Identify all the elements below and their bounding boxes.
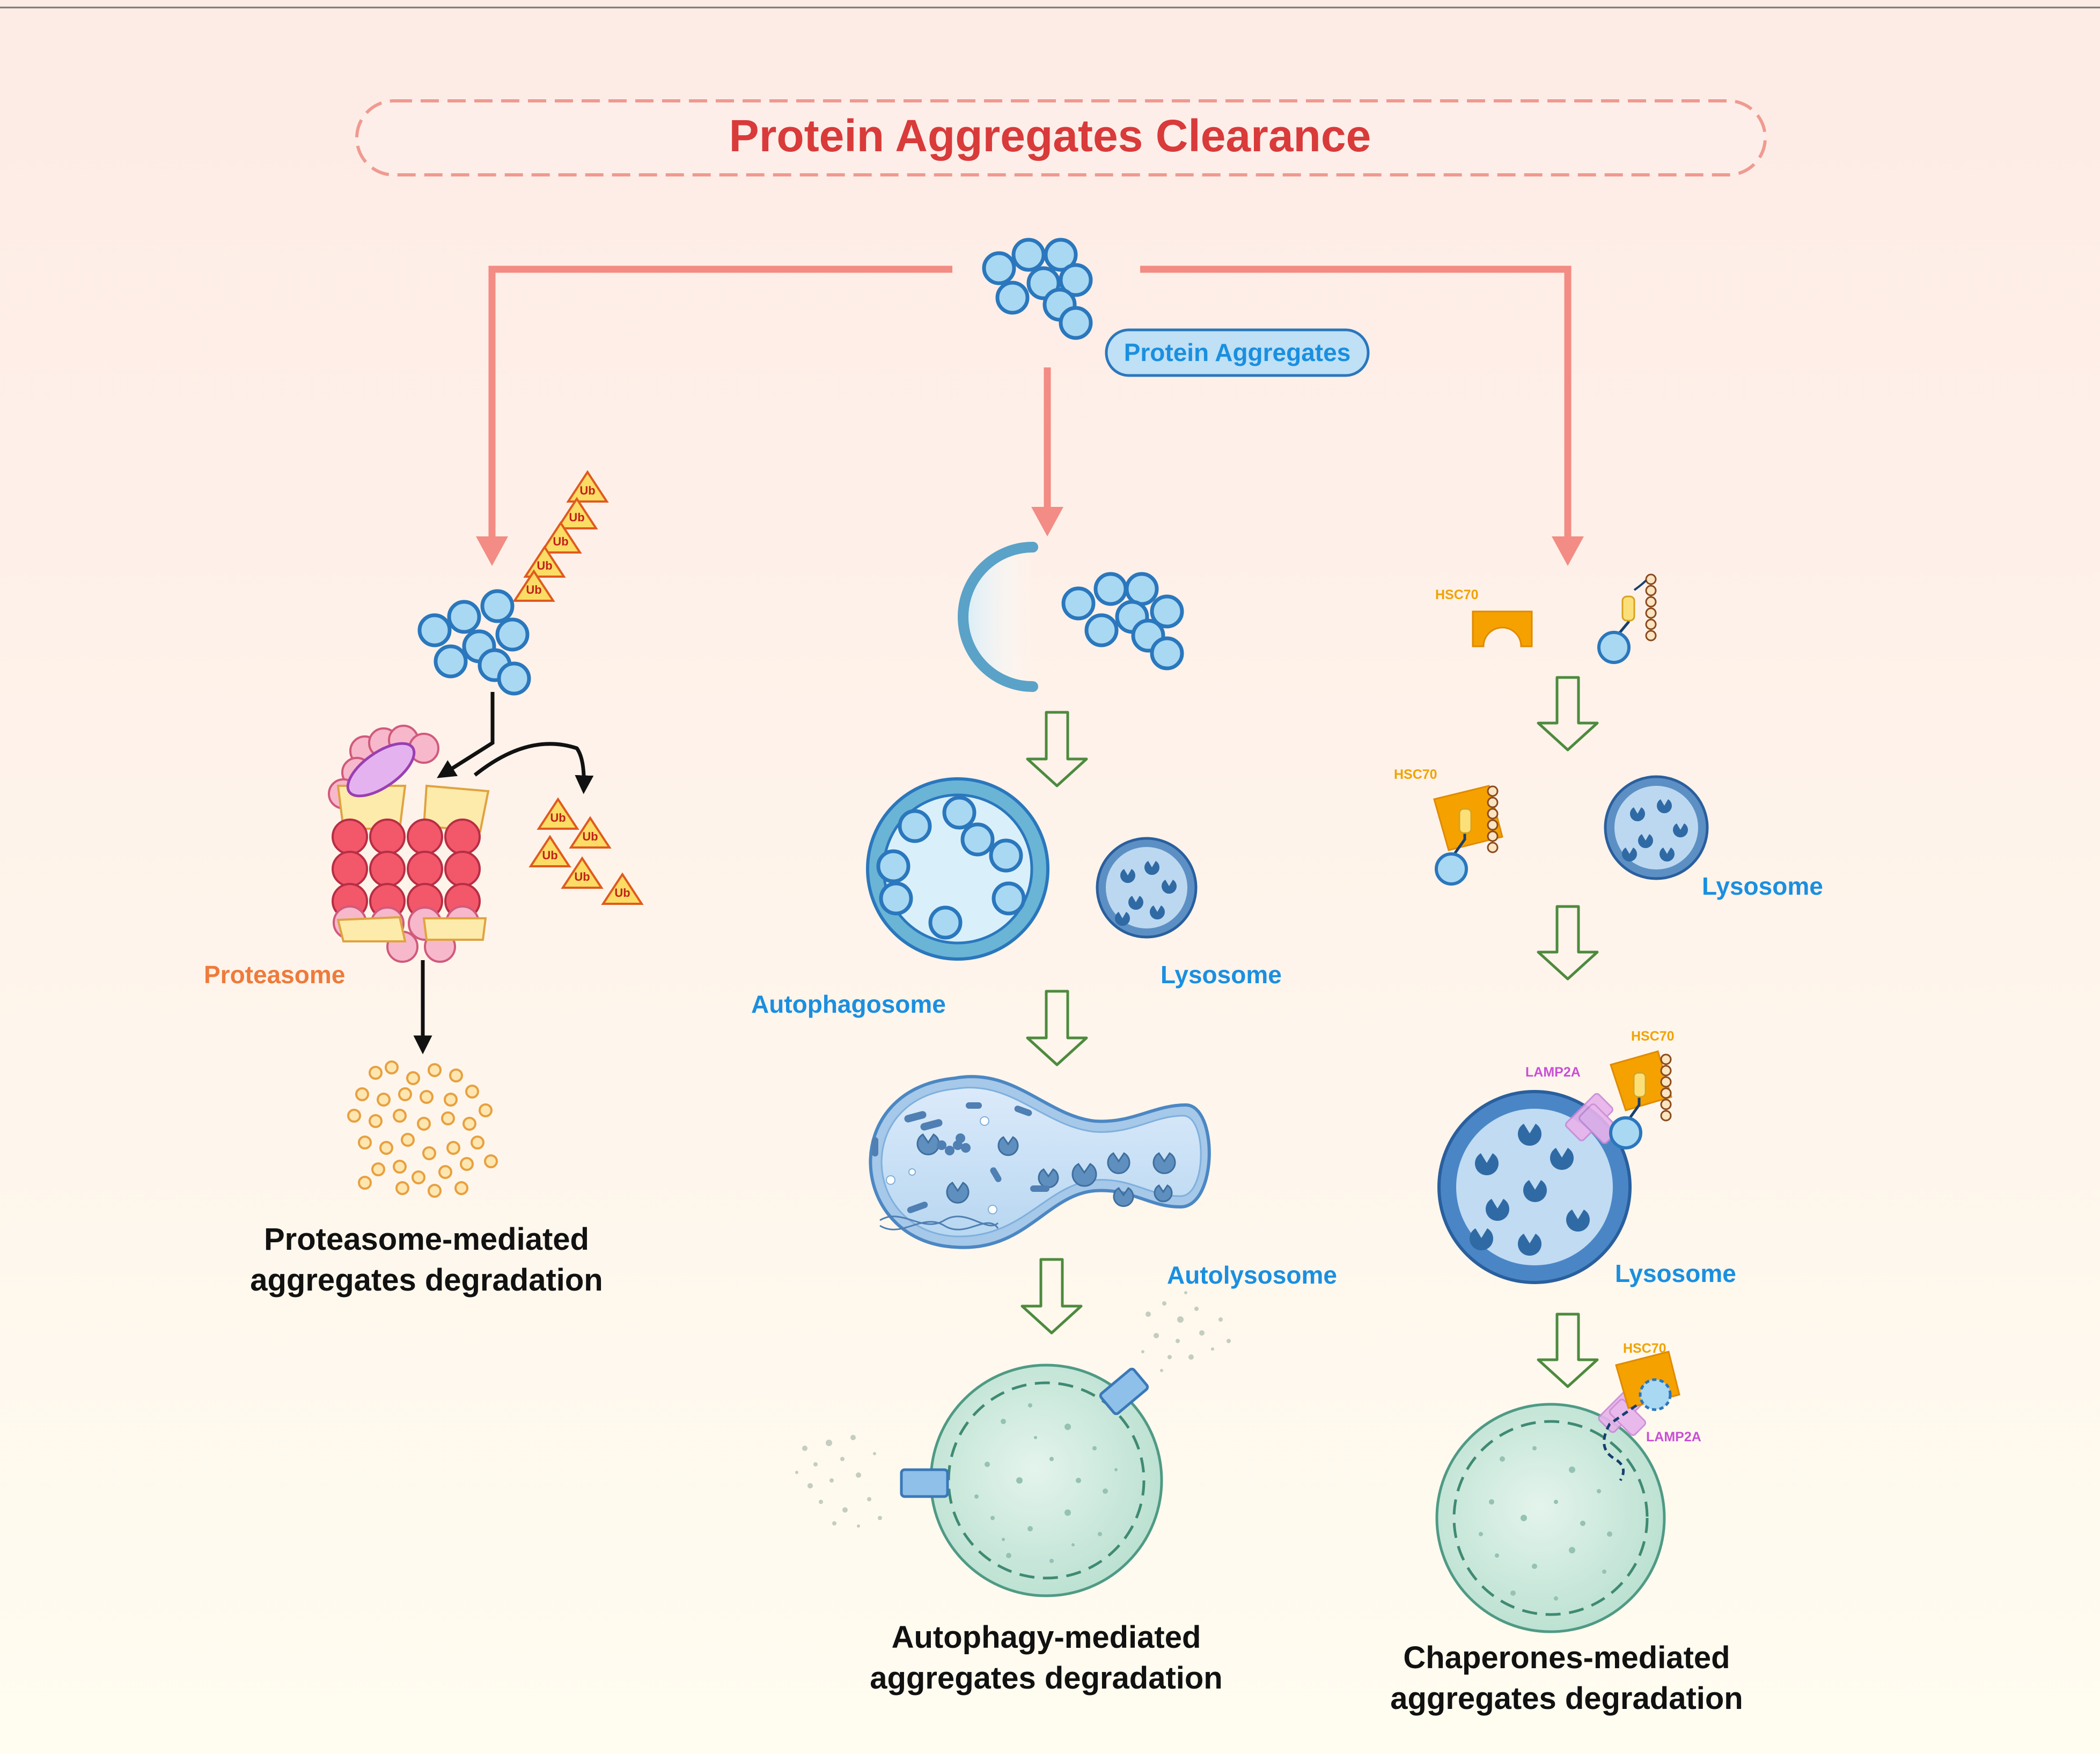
protein-aggregate-cluster-top (982, 238, 1093, 340)
ubiquitin-chain-labels: Ub Ub Ub Ub Ub (526, 484, 595, 596)
ubiquitin-chain (512, 470, 609, 602)
svg-text:Ub: Ub (579, 484, 595, 497)
lamp2a-channel (1565, 1093, 1619, 1144)
step-arrows (1020, 676, 1599, 1388)
chaperone-caption-line2: aggregates degradation (1390, 1681, 1743, 1716)
lysosome-right-small (1604, 775, 1709, 880)
svg-text:Ub: Ub (537, 559, 552, 572)
svg-text:Ub: Ub (582, 830, 598, 843)
released-ubiquitin (528, 797, 644, 905)
chaperone-caption-line1: Chaperones-mediated (1403, 1640, 1730, 1675)
proteasome-label: Proteasome (204, 961, 346, 989)
flow-arrows (488, 266, 1572, 542)
proteasome (328, 725, 490, 963)
hsc70-free (1472, 610, 1533, 647)
membrane-channel (900, 1367, 1149, 1498)
ubiquitinated-aggregate (417, 589, 531, 696)
protein-aggregates-label: Protein Aggregates (1124, 338, 1351, 366)
autophagosome-label: Autophagosome (751, 990, 946, 1018)
lamp2a-label-2: LAMP2A (1646, 1429, 1701, 1445)
phagophore-membrane (958, 542, 1038, 692)
svg-text:Ub: Ub (553, 535, 568, 548)
proteasome-black-arrows (413, 692, 594, 1055)
peptide-fragments (347, 1060, 498, 1198)
svg-text:Ub: Ub (526, 583, 541, 596)
lysosome-right-large (1437, 1050, 1672, 1284)
lysosome-label-right-1: Lysosome (1702, 872, 1823, 900)
chaperone-caption: Chaperones-mediated aggregates degradati… (1341, 1638, 1792, 1719)
flow-arrowheads (476, 507, 1584, 566)
autolysosome (869, 1075, 1211, 1249)
lamp2a-label-1: LAMP2A (1525, 1065, 1581, 1080)
page-title: Protein Aggregates Clearance (729, 110, 1371, 161)
lysosome-label-middle: Lysosome (1161, 961, 1282, 989)
autophagy-caption-line2: aggregates degradation (870, 1661, 1223, 1696)
chaperone-final-cell (1435, 1351, 1680, 1633)
substrate-protein-free (1597, 573, 1657, 664)
proteasome-caption-line2: aggregates degradation (250, 1263, 603, 1298)
released-ubiquitin-labels: Ub Ub Ub Ub Ub (542, 811, 630, 900)
protein-aggregates-pill (1105, 328, 1370, 377)
svg-text:Ub: Ub (569, 511, 584, 524)
proteasome-caption-line1: Proteasome-mediated (264, 1222, 589, 1257)
svg-text:Ub: Ub (550, 811, 566, 824)
svg-text:Ub: Ub (574, 870, 590, 883)
hsc70-label-3: HSC70 (1631, 1029, 1675, 1044)
title-banner (355, 99, 1767, 176)
hsc70-label-2: HSC70 (1394, 767, 1437, 782)
autophagy-caption: Autophagy-mediated aggregates degradatio… (821, 1617, 1272, 1699)
svg-text:Ub: Ub (542, 849, 557, 862)
hsc70-label-1: HSC70 (1435, 587, 1479, 602)
hsc70-label-4: HSC70 (1623, 1341, 1666, 1356)
aggregate-near-phagophore (1061, 572, 1184, 670)
autolysosome-label: Autolysosome (1167, 1261, 1337, 1289)
hsc70-substrate-complex (1433, 785, 1503, 886)
svg-text:Ub: Ub (614, 886, 630, 900)
autophagy-final-cell (795, 1291, 1231, 1597)
lysosome-label-right-2: Lysosome (1615, 1259, 1736, 1287)
lysosome-middle (1096, 837, 1198, 939)
autophagosome (866, 777, 1049, 961)
autophagy-caption-line1: Autophagy-mediated (891, 1620, 1201, 1655)
proteasome-caption: Proteasome-mediated aggregates degradati… (204, 1219, 649, 1301)
